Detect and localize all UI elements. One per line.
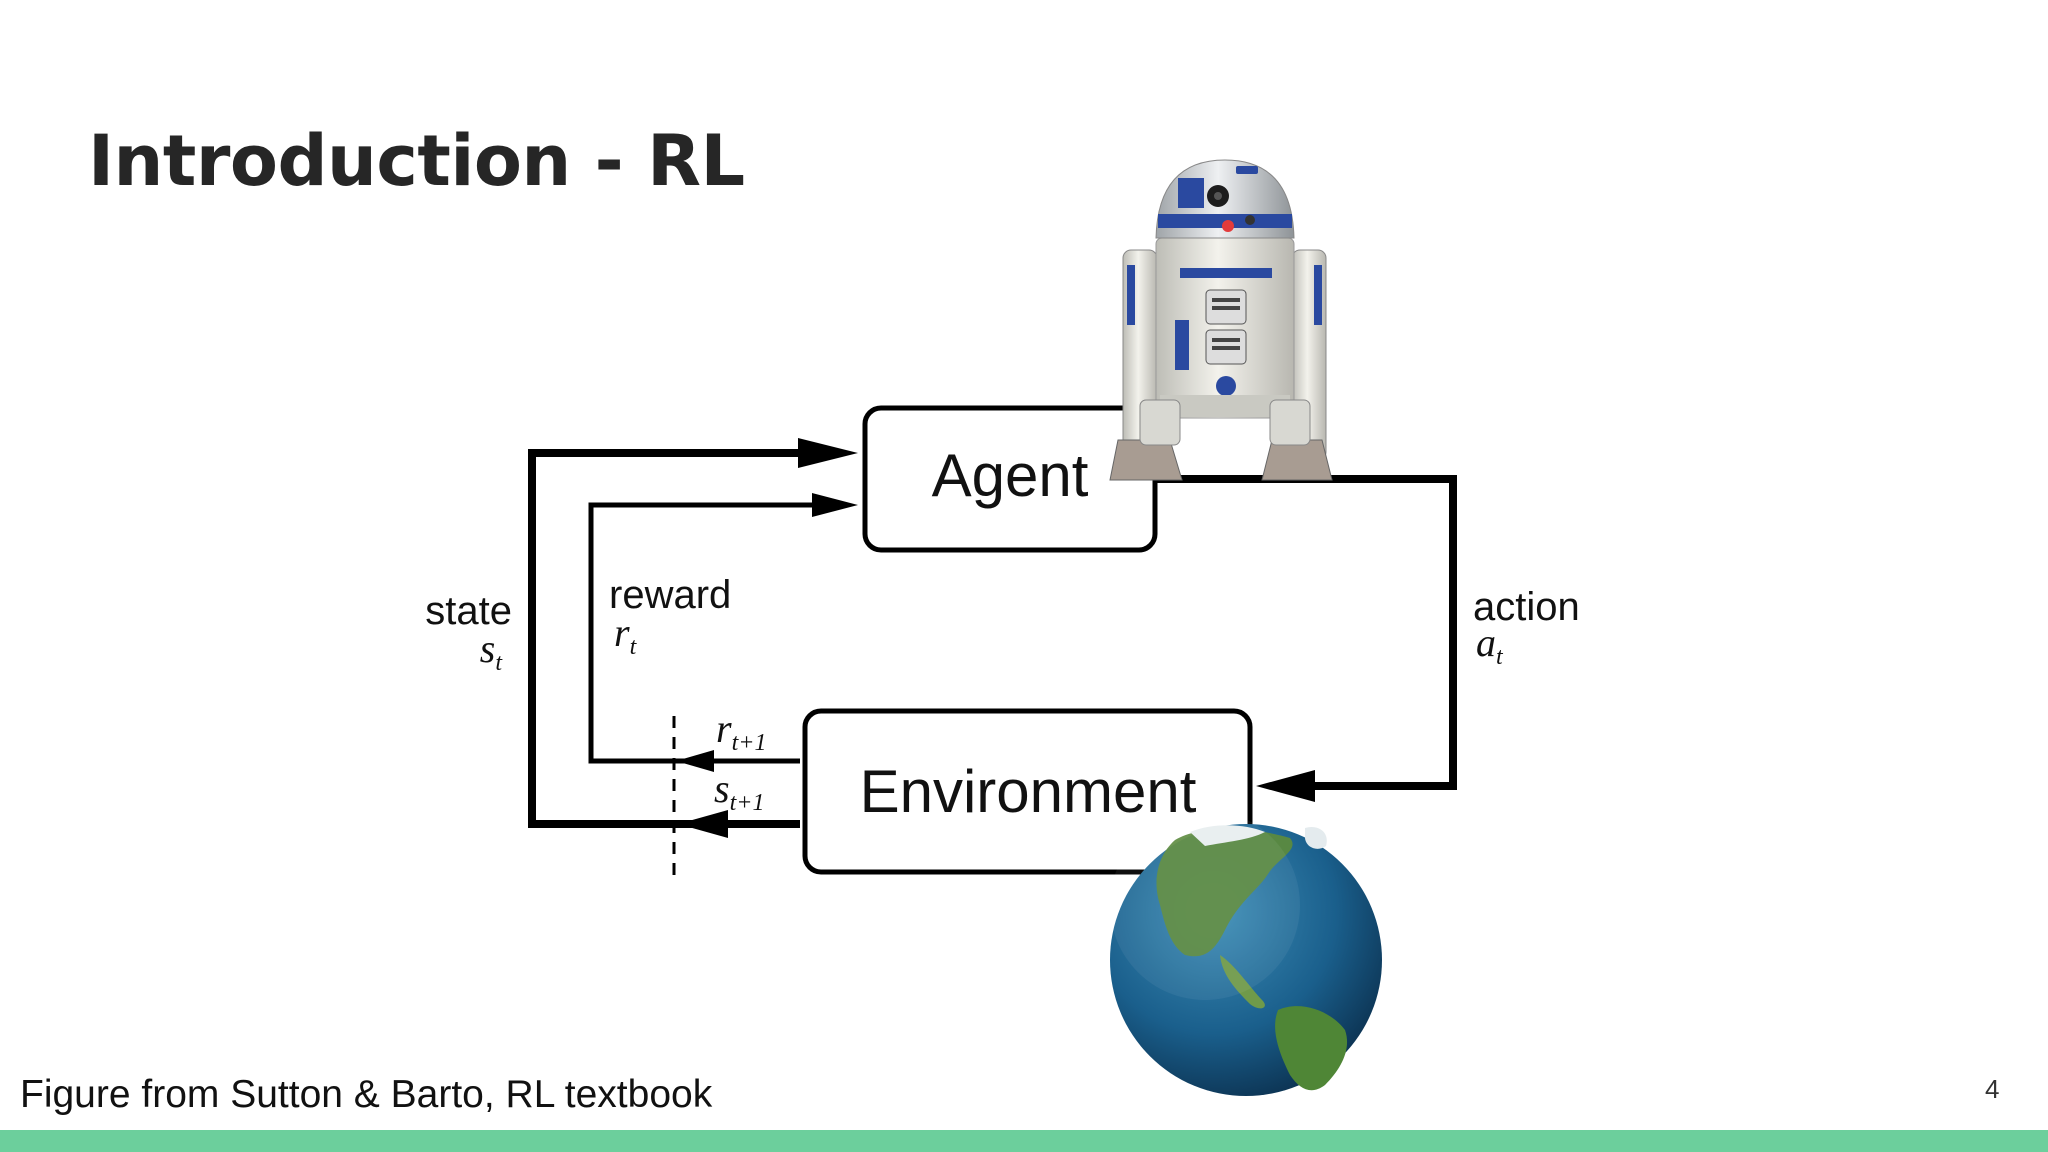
agent-label: Agent bbox=[932, 442, 1089, 509]
next-reward-text: rt+1 bbox=[716, 706, 766, 756]
page-number: 4 bbox=[1985, 1074, 2000, 1104]
earth-globe-image bbox=[1110, 810, 1382, 1096]
reward-label: reward bbox=[609, 573, 731, 617]
next-state-arrowhead bbox=[678, 810, 728, 838]
action-label: action bbox=[1473, 585, 1580, 629]
state-subscript: t bbox=[495, 650, 503, 676]
environment-box bbox=[802, 708, 1253, 875]
state-label: state bbox=[425, 589, 512, 633]
reward-symbol-text: rt bbox=[614, 610, 638, 660]
environment-label: Environment bbox=[860, 758, 1197, 825]
next-state-text: st+1 bbox=[714, 766, 764, 816]
state-symbol: s bbox=[480, 626, 496, 671]
action-symbol: a bbox=[1476, 620, 1496, 665]
reward-subscript: t bbox=[630, 634, 638, 660]
action-symbol-text: at bbox=[1476, 620, 1504, 670]
reward-arrowhead bbox=[812, 493, 858, 517]
reward-symbol: r bbox=[614, 610, 630, 655]
footer-accent-bar bbox=[0, 1130, 2048, 1152]
slide-title: Introduction - RL bbox=[88, 120, 745, 202]
next-reward-subscript: t+1 bbox=[732, 730, 767, 756]
next-state-symbol: s bbox=[714, 766, 730, 811]
state-arrowhead bbox=[798, 438, 858, 468]
action-subscript: t bbox=[1496, 644, 1504, 670]
action-arrowhead bbox=[1256, 770, 1315, 802]
next-reward-arrowhead bbox=[676, 750, 714, 772]
next-state-subscript: t+1 bbox=[730, 790, 765, 816]
r2d2-robot-image bbox=[1109, 159, 1333, 481]
next-reward-symbol: r bbox=[716, 706, 732, 751]
figure-caption: Figure from Sutton & Barto, RL textbook bbox=[20, 1073, 713, 1116]
state-symbol-text: st bbox=[480, 626, 504, 676]
state-arrow-line bbox=[528, 449, 800, 828]
